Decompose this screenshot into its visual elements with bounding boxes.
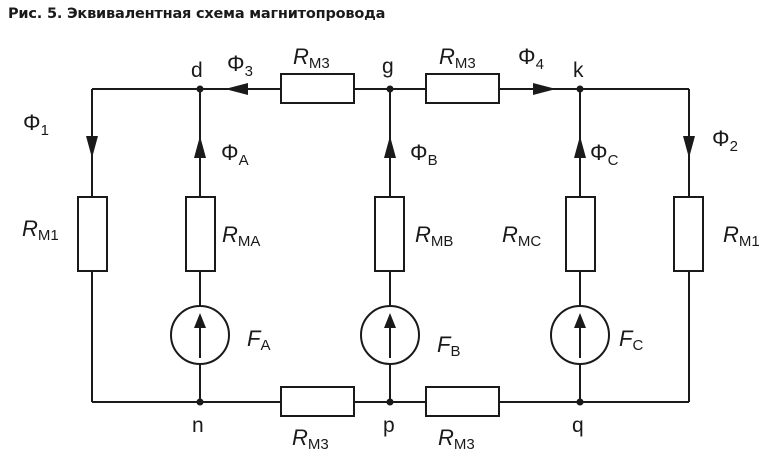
flux-label-phiA: ΦA (221, 140, 249, 169)
arrow-up-icon (574, 313, 586, 328)
node-label-p: p (383, 414, 395, 437)
resistor-rmb (374, 196, 405, 272)
resistor-label-rm3-top-right: RM3 (439, 44, 476, 72)
resistor-label-rmb: RMB (415, 222, 453, 250)
resistor-label-rmc: RMC (502, 222, 541, 250)
junction-k (576, 85, 584, 93)
node-label-q: q (572, 414, 584, 437)
flux-arrow-phiA-up-icon (194, 136, 206, 158)
resistor-label-rm3-top-left: RM3 (293, 44, 330, 72)
source-fb (360, 305, 420, 365)
node-label-k: k (573, 59, 584, 82)
flux-label-phi2: Φ2 (712, 126, 738, 155)
flux-label-phi3: Φ3 (227, 51, 253, 80)
resistor-label-rm1-right: RM1 (723, 222, 760, 250)
junction-n (196, 398, 204, 406)
flux-arrow-phi2-down-icon (683, 136, 695, 158)
resistor-label-rm1-left: RM1 (22, 216, 59, 244)
flux-label-phiC: ΦC (590, 140, 619, 169)
resistor-rm1-right (673, 196, 704, 272)
junction-p (386, 398, 394, 406)
resistor-label-rm3-bottom-right: RM3 (438, 425, 475, 453)
resistor-rma (185, 196, 216, 272)
arrow-up-icon (384, 313, 396, 328)
source-fc (550, 305, 610, 365)
resistor-rm3-bottom-right (425, 386, 500, 417)
source-label-fb: FB (437, 332, 460, 360)
resistor-label-rm3-bottom-left: RM3 (292, 425, 329, 453)
node-label-g: g (382, 55, 394, 78)
node-label-n: n (192, 414, 204, 437)
resistor-rm3-top-left (280, 73, 355, 104)
resistor-rmc (565, 196, 596, 272)
junction-g (386, 85, 394, 93)
flux-arrow-phiC-up-icon (574, 136, 586, 158)
junction-d (196, 85, 204, 93)
source-label-fa: FA (247, 326, 270, 354)
flux-label-phiB: ΦB (410, 140, 438, 169)
node-label-d: d (191, 59, 203, 82)
resistor-label-rma: RMA (222, 222, 260, 250)
resistor-rm3-top-right (425, 73, 500, 104)
flux-arrow-phi4-right-icon (533, 83, 556, 95)
source-label-fc: FC (619, 326, 643, 354)
flux-arrow-phi1-down-icon (86, 136, 98, 158)
flux-label-phi4: Φ4 (518, 44, 544, 73)
flux-arrow-phiB-up-icon (384, 136, 396, 158)
figure-title: Рис. 5. Эквивалентная схема магнитопрово… (8, 6, 386, 22)
source-fa (170, 305, 230, 365)
resistor-rm3-bottom-left (280, 386, 355, 417)
junction-q (576, 398, 584, 406)
flux-arrow-phi3-left-icon (225, 83, 248, 95)
flux-label-phi1: Φ1 (23, 110, 49, 139)
arrow-up-icon (194, 313, 206, 328)
resistor-rm1-left (77, 196, 108, 272)
